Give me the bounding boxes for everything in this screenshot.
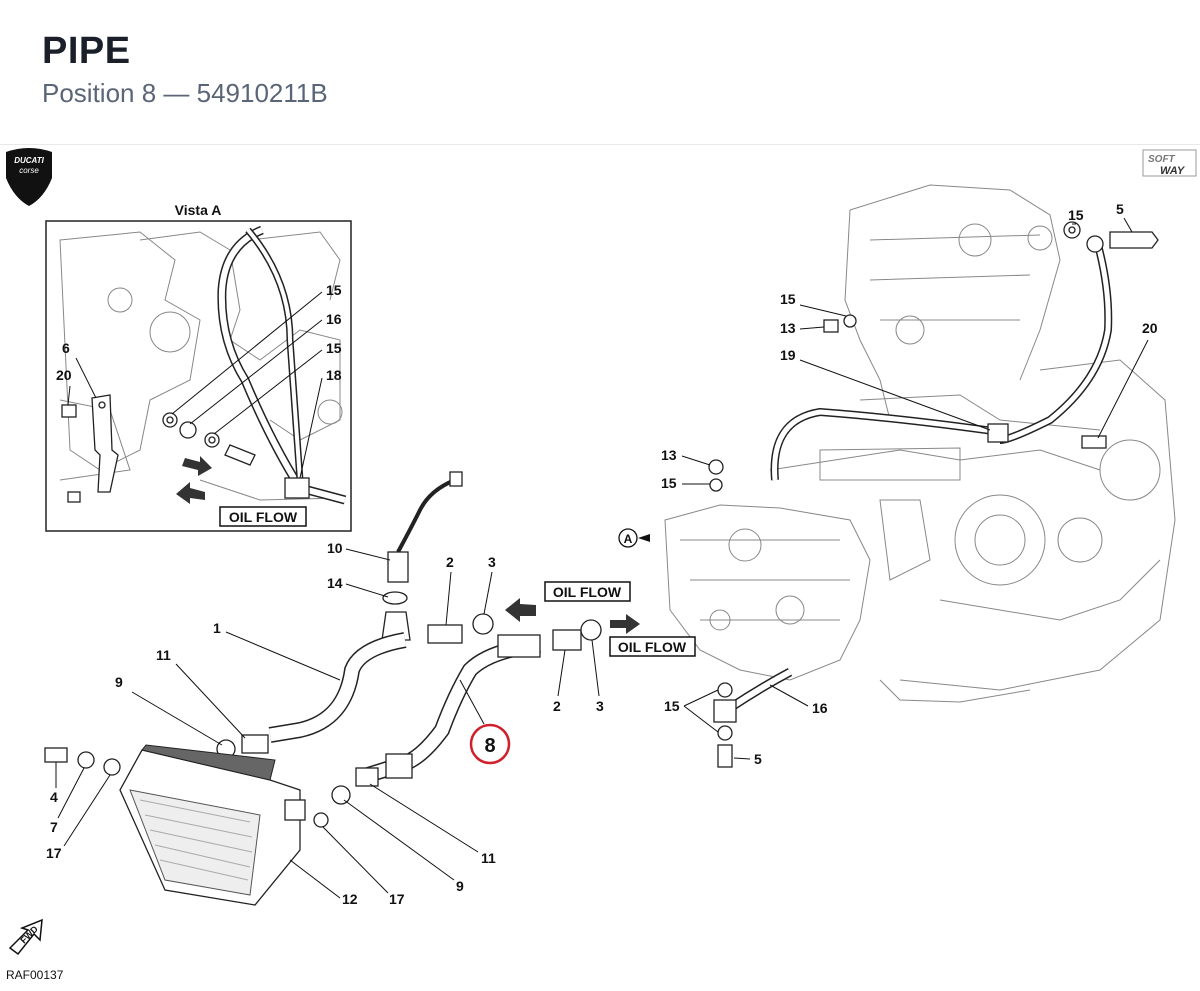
view-marker-a: A: [618, 528, 650, 548]
lower-right-line: [708, 459, 793, 768]
callout-20: 20: [1142, 320, 1158, 336]
inset-callout-15a: 15: [326, 282, 342, 298]
callout-17a: 17: [46, 845, 62, 861]
callout-15c: 15: [661, 475, 677, 491]
callout-5a: 5: [1116, 201, 1124, 217]
soft-way-logo: SOFT WAY: [1142, 149, 1197, 177]
ducati-corse-logo: DUCATI corse: [6, 148, 52, 206]
callout-1: 1: [213, 620, 221, 636]
inset-callout-15b: 15: [326, 340, 342, 356]
callout-16: 16: [812, 700, 828, 716]
upper-oil-lines: [770, 221, 1159, 481]
inset-callout-18: 18: [326, 367, 342, 383]
inset-callout-6: 6: [62, 340, 70, 356]
svg-text:A: A: [624, 532, 633, 546]
svg-text:DUCATI: DUCATI: [14, 156, 44, 165]
pipe-1: [216, 632, 407, 759]
left-hardware: [44, 747, 121, 776]
forward-arrow-icon: FWD: [8, 918, 43, 956]
inset-callout-16: 16: [326, 311, 342, 327]
inset-vista-a: Vista A OIL FLOW 15 16 1: [45, 202, 352, 532]
callout-19: 19: [780, 347, 796, 363]
drawing-id: RAF00137: [6, 968, 64, 982]
callout-4: 4: [50, 789, 58, 805]
page-subtitle: Position 8 — 54910211B: [42, 78, 328, 108]
callout-15a: 15: [1068, 207, 1084, 223]
svg-text:8: 8: [484, 735, 495, 757]
header-divider: [0, 144, 1200, 145]
callout-11b: 11: [481, 850, 496, 866]
inset-title: Vista A: [175, 202, 222, 218]
callout-9b: 9: [456, 878, 464, 894]
svg-text:SOFT: SOFT: [1148, 154, 1176, 165]
callout-12: 12: [342, 891, 358, 907]
callout-17b: 17: [389, 891, 405, 907]
svg-text:WAY: WAY: [1160, 165, 1186, 177]
callout-14: 14: [327, 575, 343, 591]
callout-9a: 9: [115, 674, 123, 690]
callout-13b: 13: [661, 447, 677, 463]
inset-oil-flow-label: OIL FLOW: [229, 509, 298, 525]
main-callouts: 1 2 3 10 14 2 3 11 9 4 7 17 12 17 9 11 1…: [46, 201, 1158, 907]
callout-2a: 2: [446, 554, 454, 570]
oil-flow-label-upper: OIL FLOW: [553, 584, 622, 600]
oil-cooler: [119, 744, 329, 906]
inset-callout-20: 20: [56, 367, 72, 383]
callout-3b: 3: [596, 698, 604, 714]
callout-15d: 15: [664, 698, 680, 714]
callout-10: 10: [327, 540, 343, 556]
pipe-8: [331, 634, 541, 805]
callout-2b: 2: [553, 698, 561, 714]
callout-5b: 5: [754, 751, 762, 767]
oil-flow-arrows: OIL FLOW OIL FLOW: [505, 581, 696, 657]
callout-7: 7: [50, 819, 58, 835]
callout-13a: 13: [780, 320, 796, 336]
svg-text:corse: corse: [19, 166, 39, 175]
highlight-callout-8: 8: [459, 679, 511, 765]
page-title: PIPE: [42, 30, 131, 72]
oil-flow-label-lower: OIL FLOW: [618, 639, 687, 655]
callout-15b: 15: [780, 291, 796, 307]
callout-11a: 11: [156, 647, 171, 663]
engine-block: [664, 184, 1176, 703]
callout-3a: 3: [488, 554, 496, 570]
